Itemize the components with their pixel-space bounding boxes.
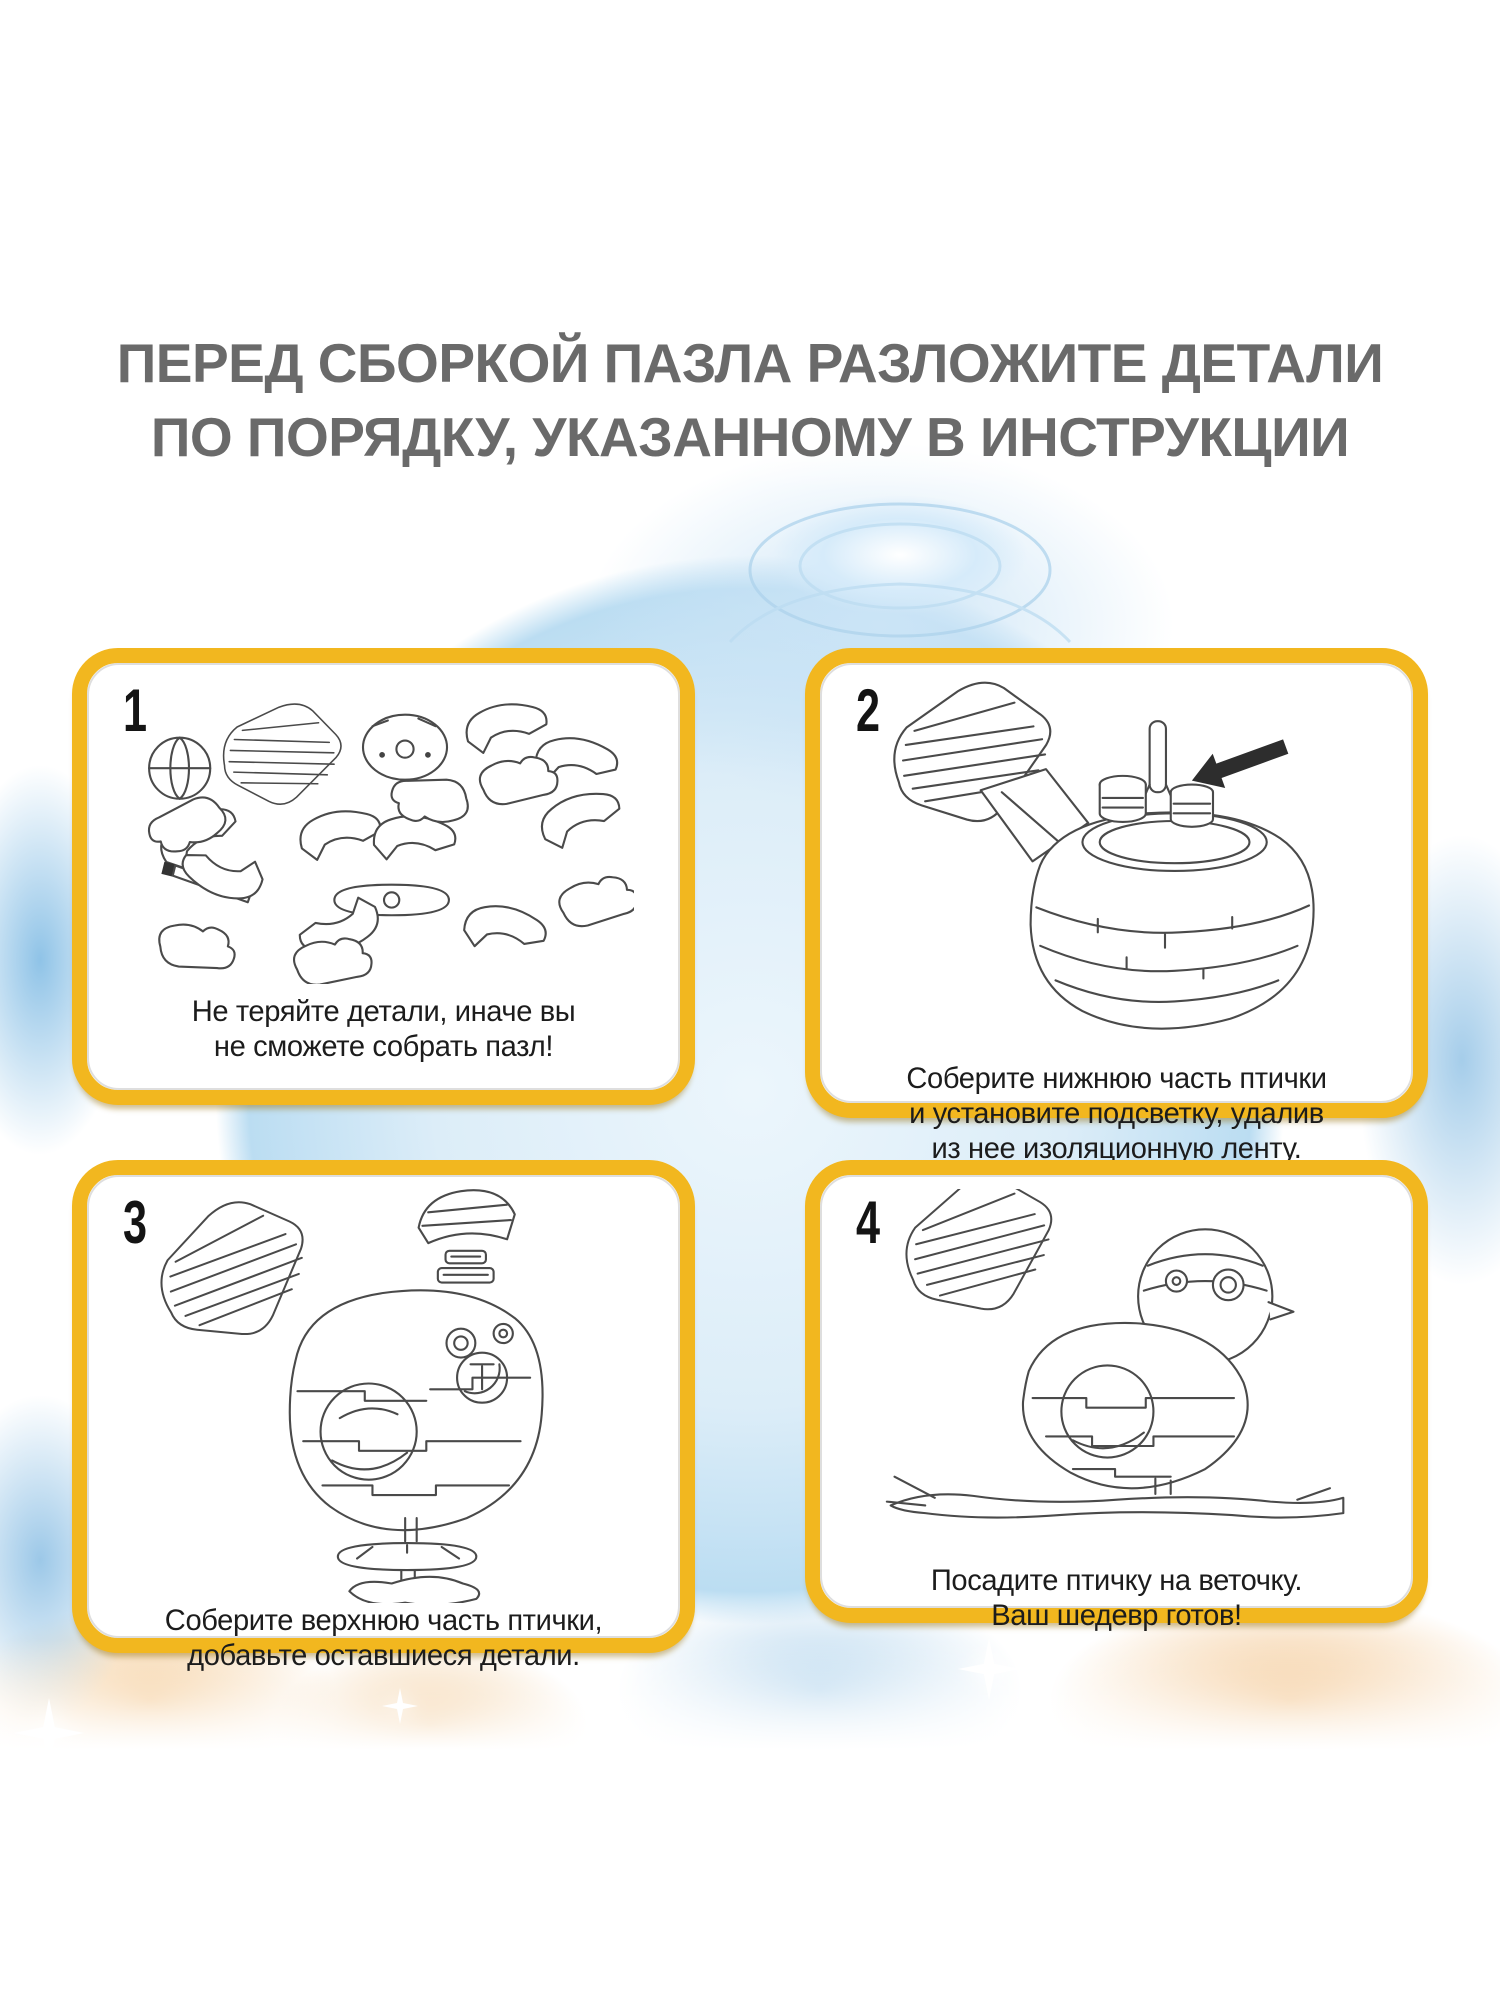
step-4-number: 4 <box>856 1189 881 1256</box>
puzzle-pieces-illustration <box>87 663 680 994</box>
crystal-ball-top-highlight <box>728 502 1072 644</box>
bird-on-branch-illustration <box>820 1175 1413 1563</box>
step-1-caption: Не теряйте детали, иначе вы не сможете с… <box>191 995 576 1063</box>
arrow-icon <box>1191 739 1288 788</box>
page-title: ПЕРЕД СБОРКОЙ ПАЗЛА РАЗЛОЖИТЕ ДЕТАЛИ ПО … <box>0 326 1500 474</box>
page-title-line-2: ПО ПОРЯДКУ, УКАЗАННОМУ В ИНСТРУКЦИИ <box>150 406 1350 468</box>
step-3-caption: Соберите верхнюю часть птички, добавьте … <box>164 1604 603 1672</box>
step-3-number: 3 <box>123 1189 148 1256</box>
step-4-card: 4 Посадите птичку на веточку. Ваш <box>805 1160 1428 1632</box>
background-white-margin <box>0 1760 1500 2000</box>
step-2-card: 2 <box>805 648 1428 1165</box>
background-fade-bottom <box>0 1640 1500 1765</box>
step-1-number: 1 <box>123 677 148 744</box>
step-3-card: 3 <box>72 1160 695 1672</box>
step-1-card: 1 <box>72 648 695 1105</box>
page-title-line-1: ПЕРЕД СБОРКОЙ ПАЗЛА РАЗЛОЖИТЕ ДЕТАЛИ <box>116 332 1384 394</box>
bird-assembly-illustration <box>87 1175 680 1603</box>
step-2-caption: Соберите нижнюю часть птички и установит… <box>906 1062 1327 1165</box>
bird-bottom-illustration <box>820 663 1413 1061</box>
step-2-number: 2 <box>856 677 881 744</box>
step-4-caption: Посадите птичку на веточку. Ваш шедевр г… <box>930 1564 1303 1632</box>
background-fade-top <box>0 380 1500 490</box>
